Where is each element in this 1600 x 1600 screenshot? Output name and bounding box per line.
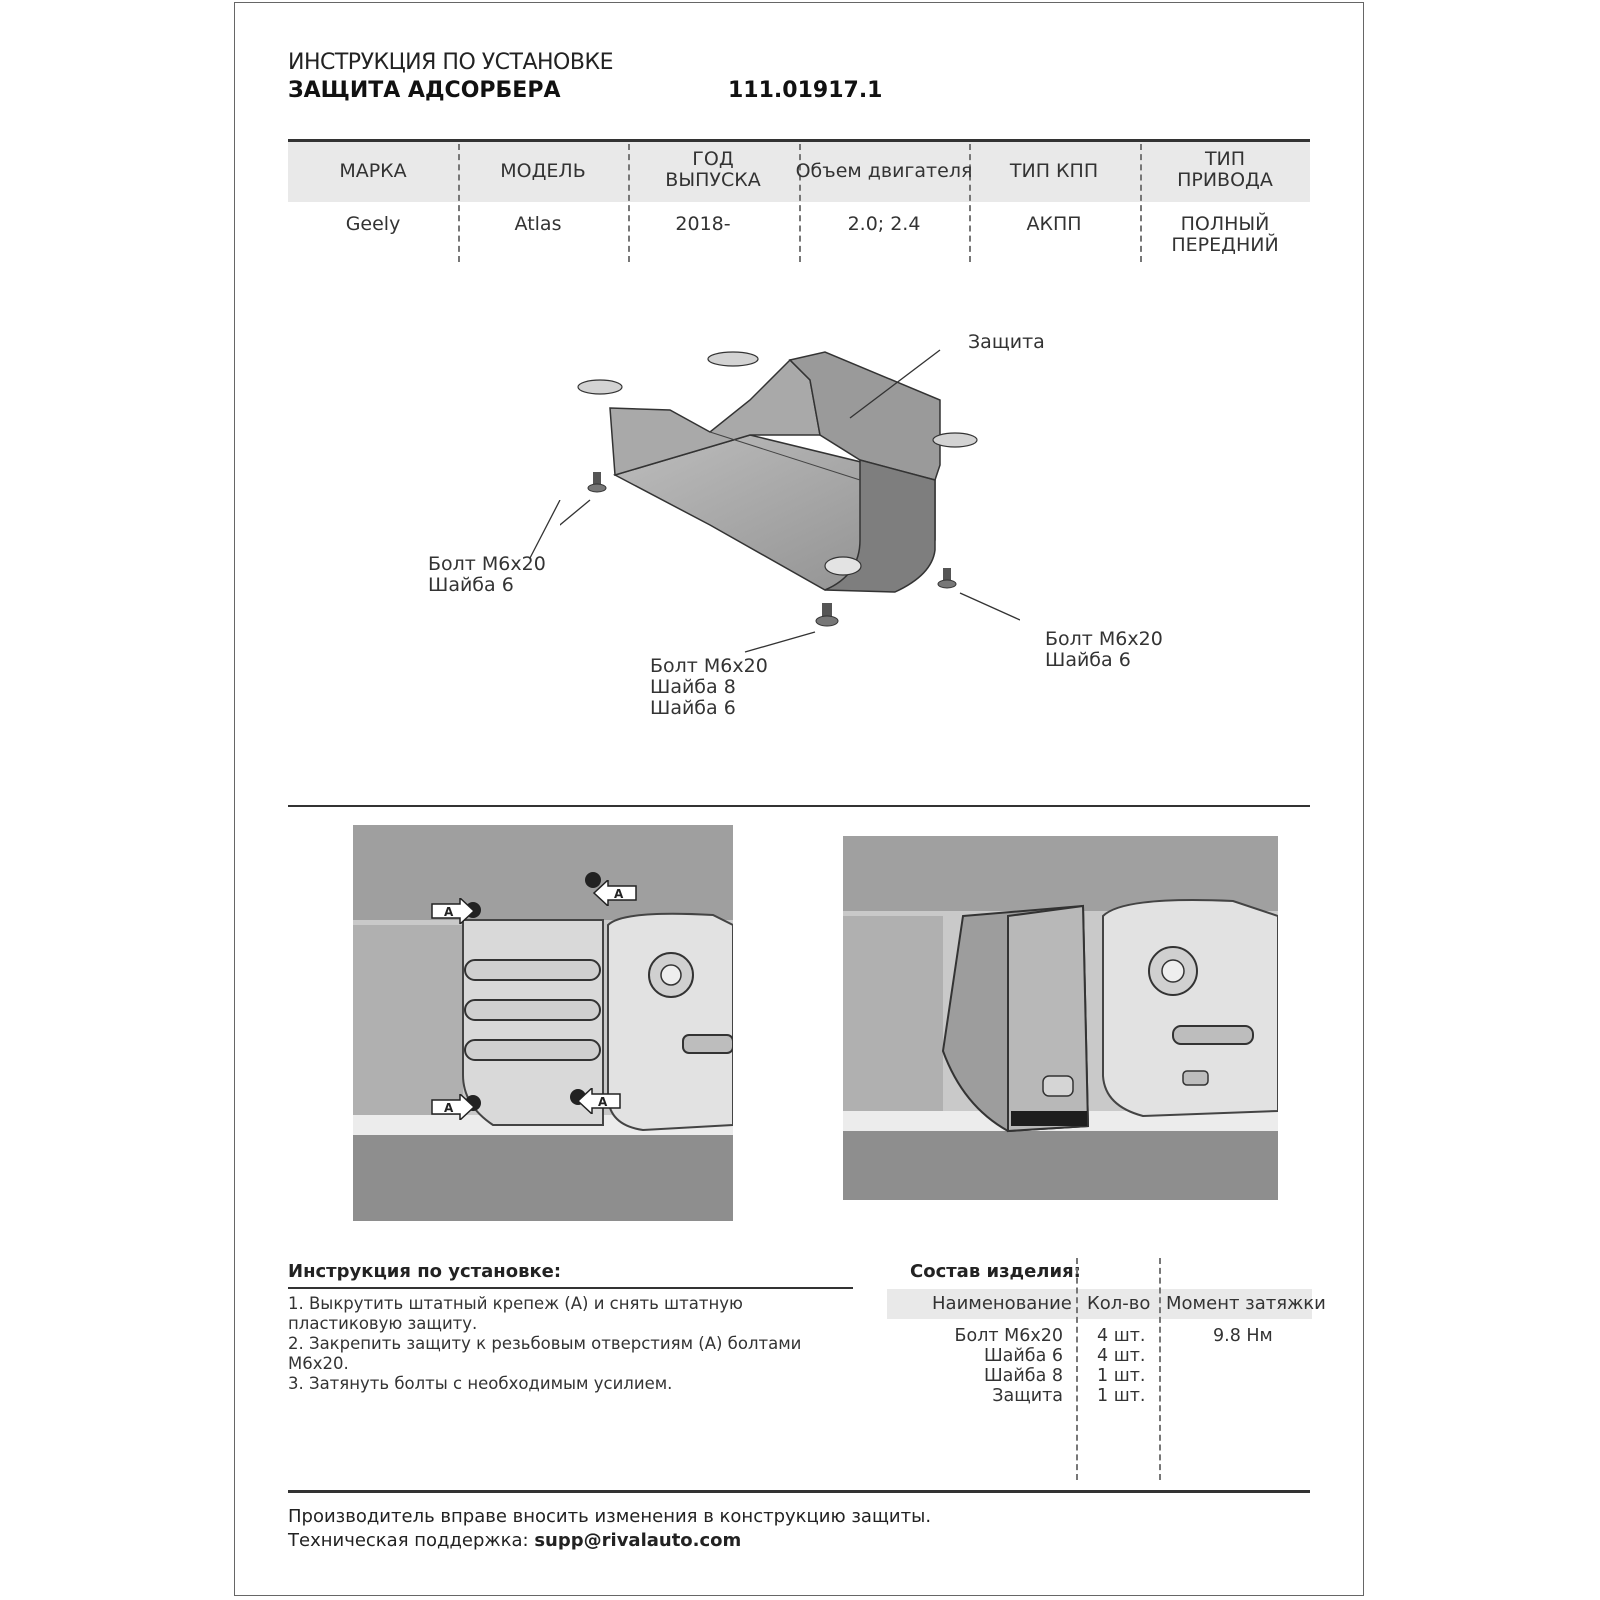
bolt-icon (587, 472, 607, 493)
center-fastener-washer6-label: Шайба 6 (650, 697, 736, 719)
product-name: ЗАЩИТА АДСОРБЕРА (288, 78, 561, 103)
bolt-icon (815, 603, 839, 627)
center-fastener-washer8-label: Шайба 8 (650, 676, 736, 698)
instruction-line: 2. Закрепить защиту к резьбовым отверсти… (288, 1334, 802, 1353)
row-qty: 1 шт. (1097, 1366, 1146, 1386)
header-model: МОДЕЛЬ (500, 160, 586, 182)
arrow-marker-icon: A (592, 880, 637, 906)
row-qty: 1 шт. (1097, 1386, 1146, 1406)
guard-label: Защита (968, 331, 1045, 353)
header-engine: Объем двигателя (795, 160, 973, 182)
value-transmission: АКПП (1026, 213, 1082, 235)
center-leader-line (744, 631, 816, 653)
header-year: ГОД ВЫПУСКА (665, 148, 761, 191)
marker-letter: A (598, 1095, 608, 1109)
right-fastener-washer-label: Шайба 6 (1045, 649, 1131, 671)
column-divider (458, 144, 460, 262)
marker-letter: A (444, 905, 454, 919)
instruction-line: 1. Выкрутить штатный крепеж (А) и снять … (288, 1294, 743, 1313)
column-divider (628, 144, 630, 262)
header-quantity: Кол-во (1087, 1293, 1151, 1314)
row-qty: 4 шт. (1097, 1346, 1146, 1366)
value-year: 2018- (675, 213, 731, 235)
right-fastener-bolt-label: Болт М6х20 (1045, 628, 1163, 650)
header-drive: ТИП ПРИВОДА (1177, 148, 1273, 191)
mounting-flange (932, 432, 978, 448)
instruction-line: 3. Затянуть болты с необходимым усилием. (288, 1374, 673, 1393)
column-divider (1076, 1258, 1078, 1480)
mounting-flange (577, 379, 623, 395)
instruction-line: М6х20. (288, 1354, 349, 1373)
left-leader-line (560, 499, 591, 526)
left-fastener-washer-label: Шайба 6 (428, 574, 514, 596)
instructions-underline (288, 1287, 853, 1289)
left-fastener-bolt-label: Болт М6х20 (428, 553, 546, 575)
row-name: Болт М6х20 (954, 1326, 1063, 1346)
guard-exploded-diagram (560, 349, 1020, 653)
marker-letter: A (444, 1101, 454, 1115)
header-item-name: Наименование (932, 1293, 1072, 1314)
support-label: Техническая поддержка: (288, 1530, 529, 1551)
photo-after-installation (843, 836, 1278, 1200)
composition-title: Состав изделия: (910, 1261, 1081, 1282)
value-drive: ПОЛНЫЙ ПЕРЕДНИЙ (1171, 213, 1279, 256)
arrow-marker-icon: A (431, 898, 476, 924)
fold-line (709, 431, 861, 481)
article-number: 111.01917.1 (728, 78, 883, 103)
column-divider (1159, 1258, 1161, 1480)
mounting-flange (707, 351, 759, 367)
arrow-marker-icon: A (576, 1088, 621, 1114)
value-model: Atlas (514, 213, 562, 235)
header-torque: Момент затяжки (1166, 1293, 1326, 1314)
instruction-sheet (234, 2, 1364, 1596)
composition-table-header (887, 1289, 1312, 1319)
support-line: Техническая поддержка: supp@rivalauto.co… (288, 1530, 741, 1551)
value-engine: 2.0; 2.4 (847, 213, 921, 235)
bolt-icon (937, 568, 957, 589)
row-qty: 4 шт. (1097, 1326, 1146, 1346)
footer-divider (288, 1490, 1310, 1493)
column-divider (969, 144, 971, 262)
value-brand: Geely (345, 213, 401, 235)
left-leader-extension (530, 500, 561, 559)
guard-leader-line (849, 349, 941, 419)
marker-letter: A (614, 887, 624, 901)
diagram-divider (288, 805, 1310, 807)
column-divider (1140, 144, 1142, 262)
row-name: Защита (992, 1386, 1063, 1406)
center-fastener-bolt-label: Болт М6х20 (650, 655, 768, 677)
header-transmission: ТИП КПП (1009, 160, 1099, 182)
disclaimer-text: Производитель вправе вносить изменения в… (288, 1506, 932, 1527)
document-title: ИНСТРУКЦИЯ ПО УСТАНОВКЕ (288, 50, 614, 75)
instructions-title: Инструкция по установке: (288, 1261, 562, 1282)
arrow-marker-icon: A (431, 1094, 476, 1120)
row-torque: 9.8 Нм (1213, 1326, 1273, 1346)
column-divider (799, 144, 801, 262)
mounting-hole (824, 556, 862, 576)
support-email-link[interactable]: supp@rivalauto.com (534, 1530, 742, 1551)
header-divider (288, 139, 1310, 142)
row-name: Шайба 8 (983, 1366, 1063, 1386)
header-brand: МАРКА (339, 160, 407, 182)
right-leader-line (959, 592, 1020, 621)
instruction-line: пластиковую защиту. (288, 1314, 478, 1333)
photo-before-installation (353, 825, 733, 1221)
row-name: Шайба 6 (983, 1346, 1063, 1366)
guard-front-wall (824, 459, 936, 593)
